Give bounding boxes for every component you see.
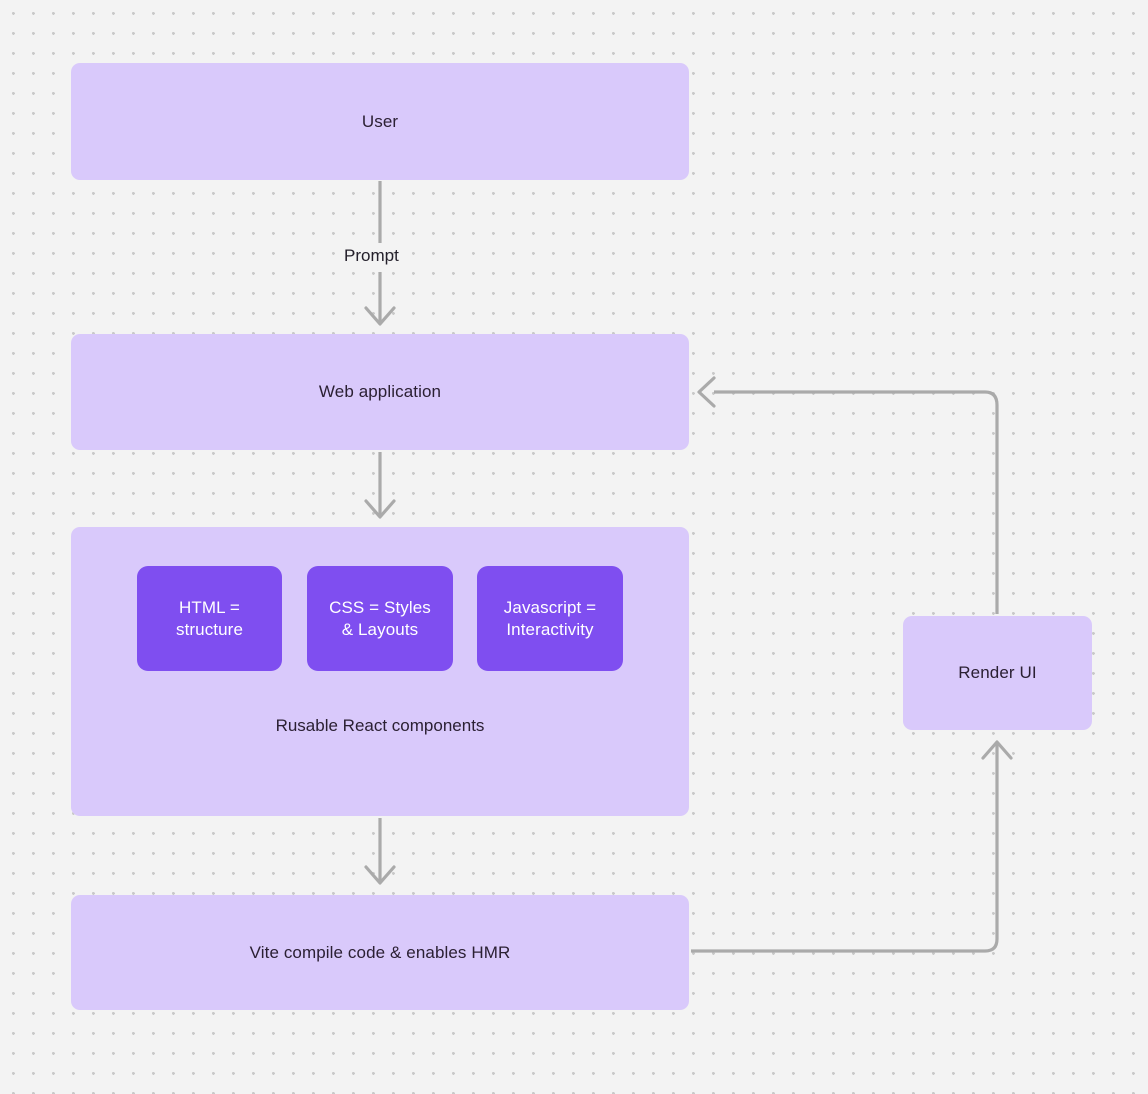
- node-web-application-label: Web application: [318, 382, 442, 402]
- arrowhead-left-webapp: [697, 376, 716, 408]
- node-user-label: User: [361, 111, 399, 131]
- node-render-ui[interactable]: Render UI: [903, 616, 1092, 730]
- node-web-application[interactable]: Web application: [71, 334, 689, 450]
- node-javascript-line1: Javascript =: [503, 598, 597, 618]
- node-render-ui-label: Render UI: [958, 663, 1037, 683]
- node-css-label: CSS = Styles & Layouts: [329, 597, 431, 640]
- node-html-label: HTML = structure: [176, 597, 243, 640]
- node-vite-label: Vite compile code & enables HMR: [249, 942, 511, 962]
- arrowhead-down-components: [364, 499, 396, 519]
- node-css-line2: & Layouts: [341, 619, 419, 639]
- edge-vite-to-render: [691, 744, 999, 953]
- node-user[interactable]: User: [71, 63, 689, 180]
- node-vite[interactable]: Vite compile code & enables HMR: [71, 895, 689, 1010]
- arrowhead-down-vite: [364, 865, 396, 885]
- node-css[interactable]: CSS = Styles & Layouts: [307, 566, 453, 671]
- node-html-line1: HTML =: [179, 598, 240, 618]
- arrowhead-down-webapp: [364, 306, 396, 326]
- arrowhead-up-render: [981, 740, 1013, 760]
- node-html[interactable]: HTML = structure: [137, 566, 282, 671]
- node-javascript-line2: Interactivity: [506, 619, 594, 639]
- node-css-line1: CSS = Styles: [329, 598, 431, 618]
- node-javascript[interactable]: Javascript = Interactivity: [477, 566, 623, 671]
- node-javascript-label: Javascript = Interactivity: [504, 597, 596, 640]
- edge-render-to-webapp: [714, 390, 999, 614]
- edge-label-prompt: Prompt: [344, 246, 399, 265]
- node-html-line2: structure: [175, 619, 244, 639]
- components-caption: Rusable React components: [275, 716, 485, 735]
